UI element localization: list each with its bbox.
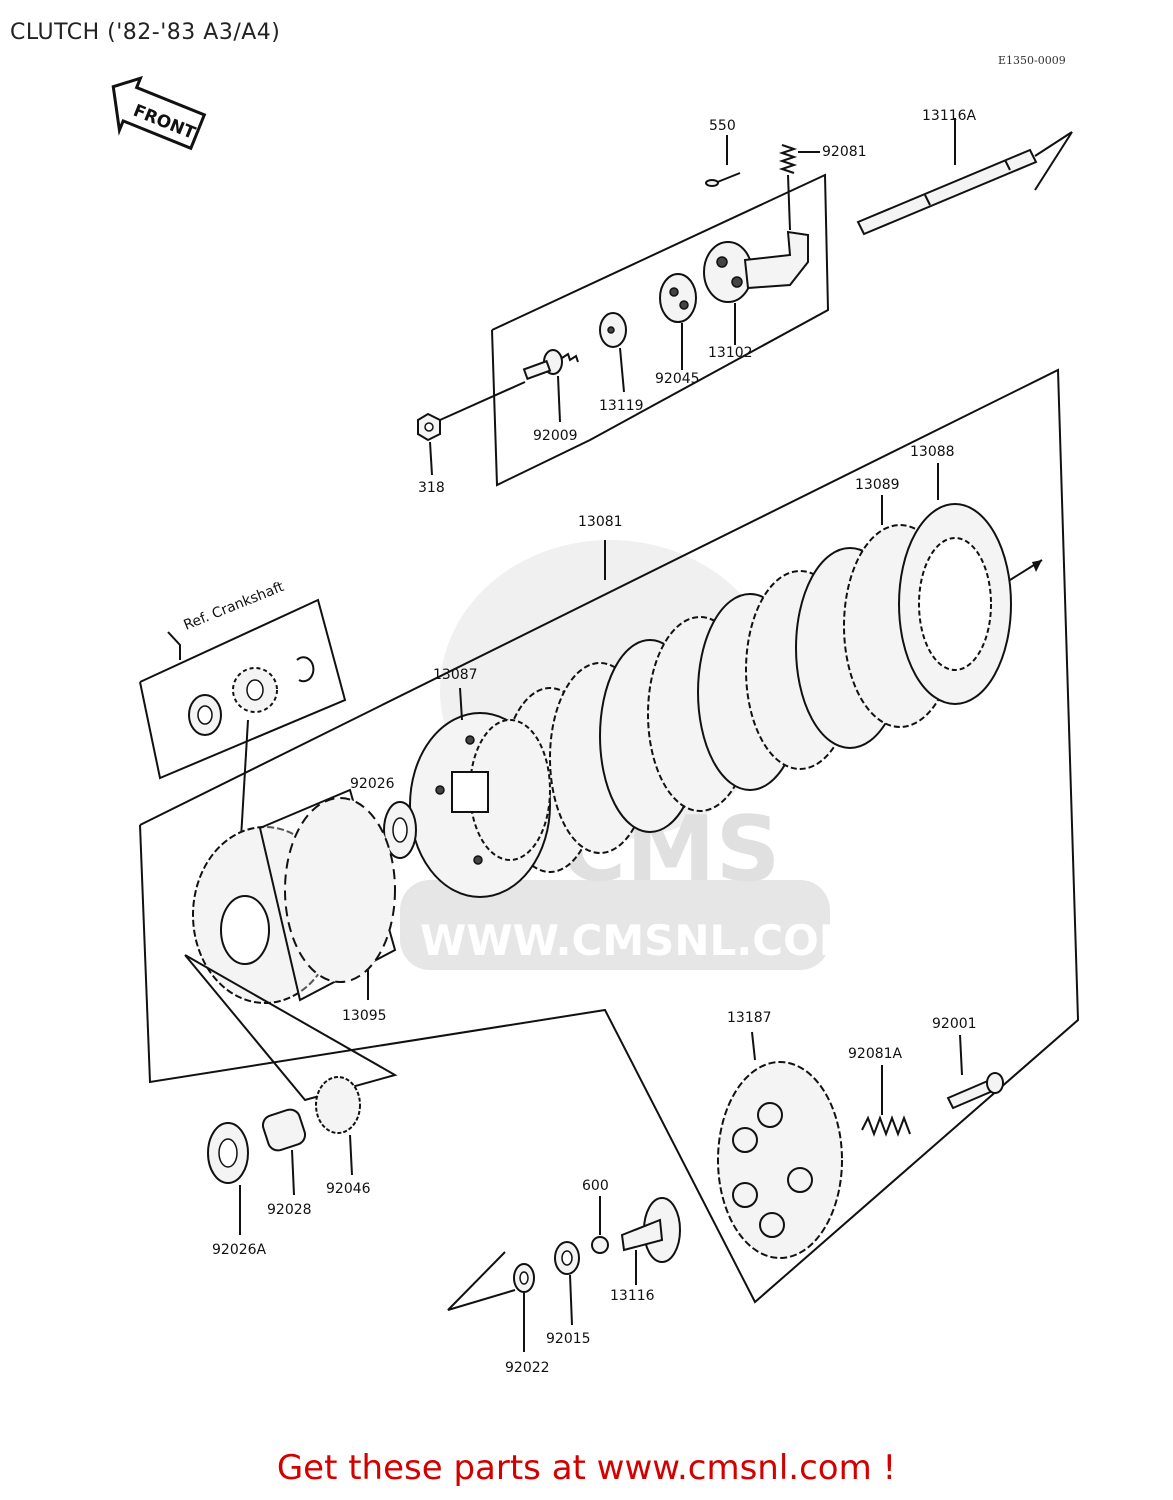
label-92028: 92028 (267, 1202, 312, 1218)
label-600: 600 (582, 1178, 609, 1194)
label-92001: 92001 (932, 1016, 977, 1032)
diagram-code: E1350-0009 (998, 54, 1066, 67)
label-92045: 92045 (655, 371, 700, 387)
label-13089: 13089 (855, 477, 900, 493)
part-13116A (856, 118, 1073, 236)
part-92001 (946, 1034, 1004, 1110)
watermark-url: WWW.CMSNL.COM (420, 916, 861, 965)
label-92026A: 92026A (212, 1242, 267, 1258)
part-92046 (315, 1076, 361, 1176)
part-92081 (778, 144, 820, 231)
front-arrow: FRONT (111, 75, 207, 151)
label-318: 318 (418, 480, 445, 496)
label-13102: 13102 (708, 345, 753, 361)
part-number-labels: 550 92081 13116A 13102 92045 13119 92009… (212, 108, 977, 1376)
label-13116A: 13116A (922, 108, 977, 124)
part-92015 (554, 1241, 580, 1326)
part-92045 (659, 273, 697, 370)
part-13102 (703, 230, 809, 345)
label-13081: 13081 (578, 514, 623, 530)
label-92081: 92081 (822, 144, 867, 160)
label-92015: 92015 (546, 1331, 591, 1347)
part-318 (417, 381, 526, 476)
label-92009: 92009 (533, 428, 578, 444)
part-92028 (261, 1108, 307, 1196)
page-title: CLUTCH ('82-'83 A3/A4) (10, 20, 281, 45)
part-92009 (522, 349, 579, 423)
clutch-enclosure (139, 368, 1080, 1304)
part-550 (705, 135, 741, 187)
footer-parts-link[interactable]: Get these parts at www.cmsnl.com ! (276, 1448, 897, 1488)
part-600 (591, 1196, 609, 1254)
label-13095: 13095 (342, 1008, 387, 1024)
part-13119 (599, 312, 627, 393)
part-13087 (409, 687, 551, 898)
label-550: 550 (709, 118, 736, 134)
part-13095 (184, 788, 398, 1102)
label-92081A: 92081A (848, 1046, 903, 1062)
label-13087: 13087 (433, 667, 478, 683)
label-92046: 92046 (326, 1181, 371, 1197)
part-13187 (717, 1031, 843, 1259)
ref-crankshaft-label: Ref. Crankshaft (182, 579, 287, 634)
part-92022 (447, 1251, 535, 1352)
part-92081A (861, 1065, 911, 1137)
label-13119: 13119 (599, 398, 644, 414)
release-bracket (491, 173, 830, 487)
label-13088: 13088 (910, 444, 955, 460)
part-92026A (207, 1122, 249, 1235)
label-92026: 92026 (350, 776, 395, 792)
label-13187: 13187 (727, 1010, 772, 1026)
label-92022: 92022 (505, 1360, 550, 1376)
label-13116: 13116 (610, 1288, 655, 1304)
part-13116 (620, 1197, 681, 1285)
part-92026 (383, 801, 417, 859)
